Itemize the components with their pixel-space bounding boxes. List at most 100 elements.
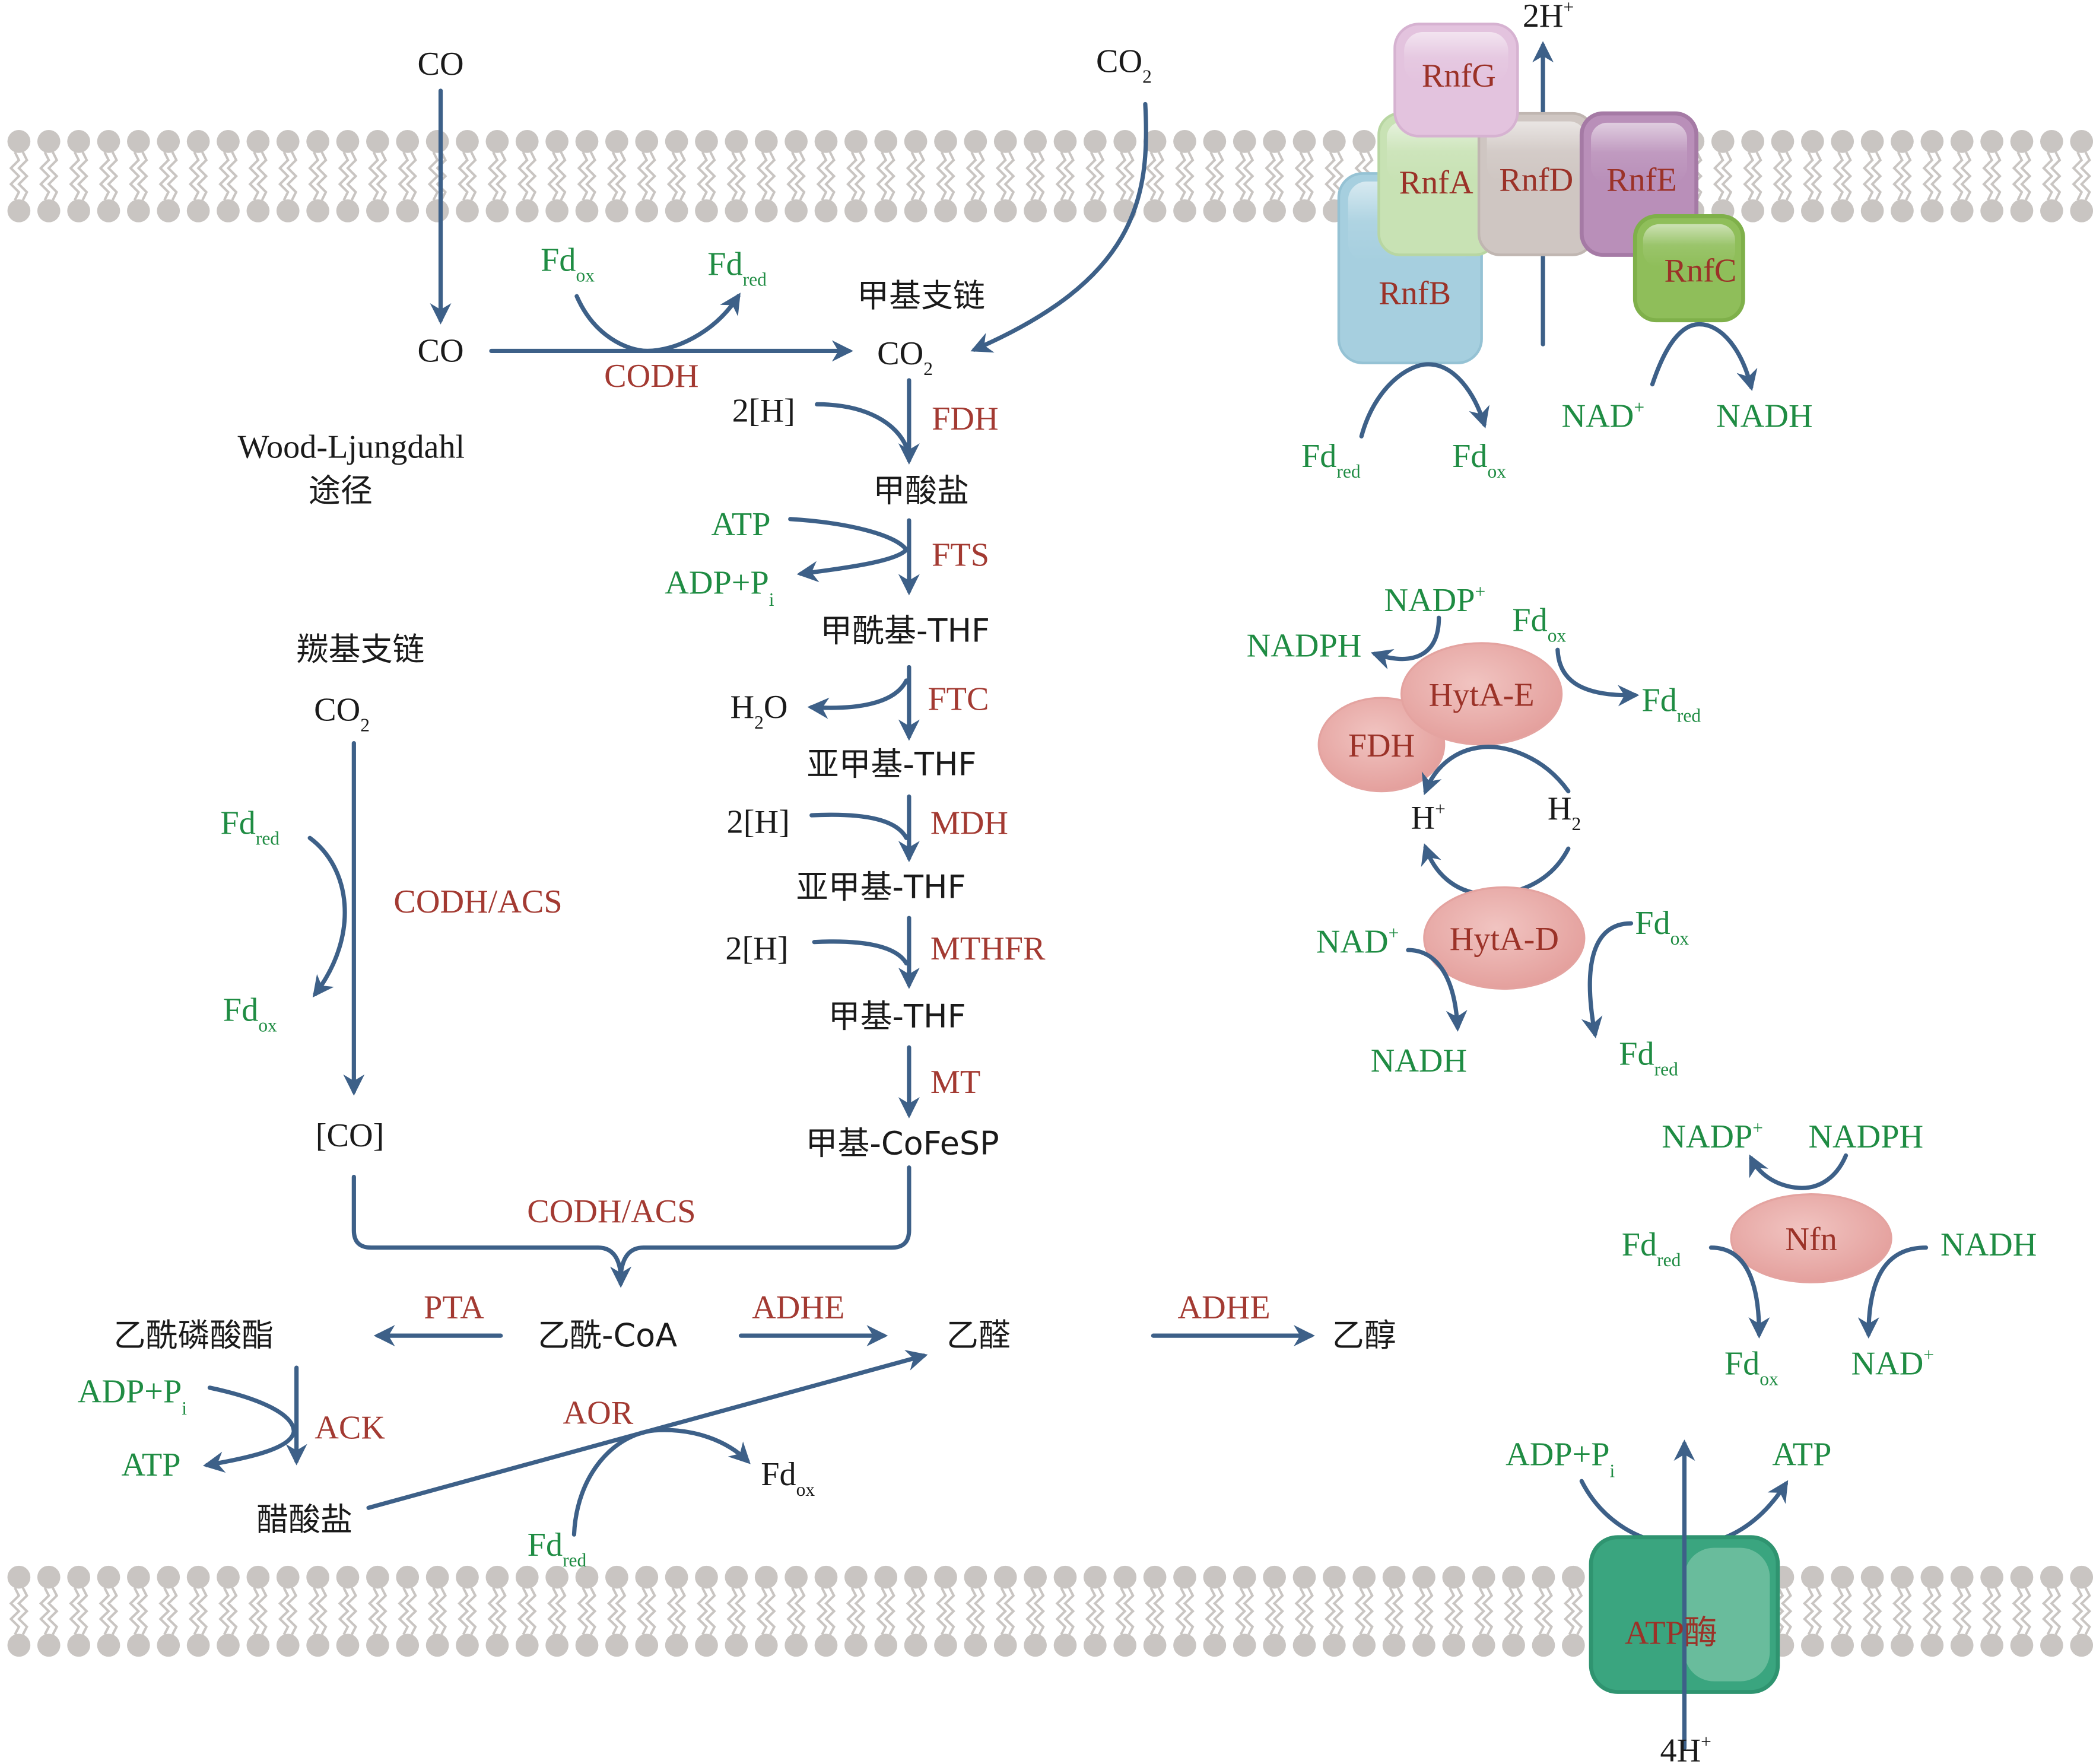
- lipid-molecule: [246, 130, 270, 223]
- lipid-molecule: [575, 1565, 599, 1657]
- adhe-enzyme-label-2: ADHE: [1178, 1289, 1271, 1326]
- lipid-molecule: [1532, 1565, 1555, 1657]
- hyt-upper-fd-red: Fdred: [1641, 682, 1701, 726]
- lipid-molecule: [1084, 130, 1107, 223]
- lipid-molecule: [1113, 1565, 1137, 1657]
- svg-text:RnfB: RnfB: [1379, 275, 1451, 312]
- lipid-molecule: [844, 130, 868, 223]
- lipid-molecule: [1741, 130, 1764, 223]
- lipid-molecule: [1860, 130, 1884, 223]
- mthfr-cofactor-arrow: [812, 939, 909, 966]
- cell-membrane-top: [7, 130, 2093, 223]
- lipid-molecule: [545, 1565, 568, 1657]
- nfn-nadh-arrow: [1857, 1245, 1929, 1339]
- lipid-molecule: [1442, 1565, 1466, 1657]
- rnf-complex: 2H+ RnfB RnfA RnfD RnfE RnfG: [1301, 0, 1813, 482]
- acetyl-coa-label: 乙酰-CoA: [538, 1317, 677, 1354]
- lipid-molecule: [1173, 130, 1196, 223]
- fdh-enzyme-label: FDH: [1348, 727, 1415, 764]
- carbonyl-enzyme-label: CODH/ACS: [393, 883, 562, 920]
- lipid-molecule: [157, 130, 180, 223]
- lipid-molecule: [1920, 1565, 1944, 1657]
- lipid-molecule: [1292, 1565, 1316, 1657]
- lipid-molecule: [37, 1565, 61, 1657]
- methylene-thf-label: 亚甲基-THF: [796, 868, 966, 905]
- hyt-nadp: NADP+: [1384, 581, 1485, 618]
- hyt-nad-arrow: [1406, 948, 1468, 1032]
- lipid-molecule: [665, 130, 688, 223]
- co-bound-label: [CO]: [316, 1117, 385, 1154]
- nfn-fd-ox: Fdox: [1724, 1345, 1778, 1389]
- lipid-molecule: [425, 1565, 449, 1657]
- ack-cofactor-arrow: [202, 1385, 296, 1473]
- fdh-cofactor: 2[H]: [732, 393, 795, 430]
- lipid-molecule: [1562, 1565, 1585, 1657]
- lipid-molecule: [2040, 1565, 2063, 1657]
- lipid-molecule: [2070, 130, 2093, 223]
- lipid-molecule: [1980, 130, 2003, 223]
- rnf-fd-arrow: [1359, 362, 1489, 438]
- lipid-molecule: [157, 1565, 180, 1657]
- rnfG-subunit: RnfG: [1393, 23, 1519, 138]
- svg-text:RnfC: RnfC: [1665, 253, 1737, 290]
- rnf-proton-label: 2H+: [1523, 0, 1574, 34]
- lipid-molecule: [1024, 130, 1047, 223]
- lipid-molecule: [1292, 130, 1316, 223]
- lipid-molecule: [1173, 1565, 1196, 1657]
- aor-fd-red: Fdred: [528, 1527, 587, 1571]
- nfn-nadph-arrow: [1749, 1153, 1849, 1190]
- lipid-molecule: [1831, 130, 1854, 223]
- lipid-molecule: [336, 130, 360, 223]
- lipid-molecule: [1263, 1565, 1286, 1657]
- lipid-molecule: [1711, 130, 1735, 223]
- ftc-enzyme-label: FTC: [928, 681, 989, 717]
- lipid-molecule: [605, 130, 628, 223]
- aor-fd-ox: Fdox: [761, 1456, 815, 1500]
- hydrogenase-system: NADP+ NADPH Fdox Fdred FDH HytA-E H+ H2 …: [1247, 581, 1701, 1079]
- ethanol-label: 乙醇: [1332, 1317, 1396, 1354]
- lipid-molecule: [754, 130, 778, 223]
- carbonyl-branch-label: 羰基支链: [297, 631, 425, 668]
- lipid-molecule: [1263, 130, 1286, 223]
- lipid-molecule: [1203, 130, 1227, 223]
- lipid-molecule: [1831, 1565, 1854, 1657]
- lipid-molecule: [276, 130, 300, 223]
- fts-enzyme-label: FTS: [932, 537, 989, 574]
- co-outside-label: CO: [417, 46, 463, 82]
- nfn-nadh: NADH: [1940, 1226, 2037, 1263]
- hyt-nadp-arrow: [1370, 615, 1441, 670]
- lipid-molecule: [37, 130, 61, 223]
- lipid-molecule: [814, 1565, 838, 1657]
- lipid-molecule: [725, 130, 748, 223]
- rnf-nad: NAD+: [1562, 397, 1645, 434]
- lipid-molecule: [1233, 1565, 1256, 1657]
- lipid-molecule: [2010, 1565, 2034, 1657]
- codh-fd-ox: Fdox: [541, 242, 595, 286]
- co-label: CO: [417, 332, 463, 369]
- lipid-molecule: [1053, 130, 1077, 223]
- hyt-lower-fd-red: Fdred: [1619, 1036, 1678, 1080]
- carbonyl-fd-red: Fdred: [220, 805, 280, 849]
- lipid-molecule: [785, 1565, 808, 1657]
- codh-fd-arrow: [574, 293, 741, 354]
- lipid-molecule: [993, 130, 1017, 223]
- svg-text:RnfG: RnfG: [1422, 58, 1496, 94]
- lipid-molecule: [1472, 1565, 1495, 1657]
- lipid-molecule: [1323, 1565, 1346, 1657]
- lipid-molecule: [934, 1565, 957, 1657]
- svg-text:RnfD: RnfD: [1499, 162, 1573, 199]
- atpase-label: ATP酶: [1625, 1615, 1717, 1652]
- ack-atp: ATP: [122, 1447, 181, 1483]
- hyt-nad: NAD+: [1316, 923, 1399, 960]
- pathway-title-cn: 途径: [309, 472, 373, 510]
- atpase-adp: ADP+Pi: [1506, 1436, 1615, 1481]
- co2-outside-label: CO2: [1096, 43, 1152, 87]
- hyt-upper-fd-ox: Fdox: [1512, 602, 1566, 646]
- fdh-enzyme-label: FDH: [932, 401, 998, 437]
- lipid-molecule: [276, 1565, 300, 1657]
- methyl-branch-label: 甲基支链: [857, 277, 985, 314]
- rnfC-subunit: RnfC: [1633, 214, 1745, 323]
- lipid-molecule: [635, 130, 659, 223]
- lipid-molecule: [1950, 1565, 1974, 1657]
- acetaldehyde-label: 乙醛: [947, 1317, 1011, 1354]
